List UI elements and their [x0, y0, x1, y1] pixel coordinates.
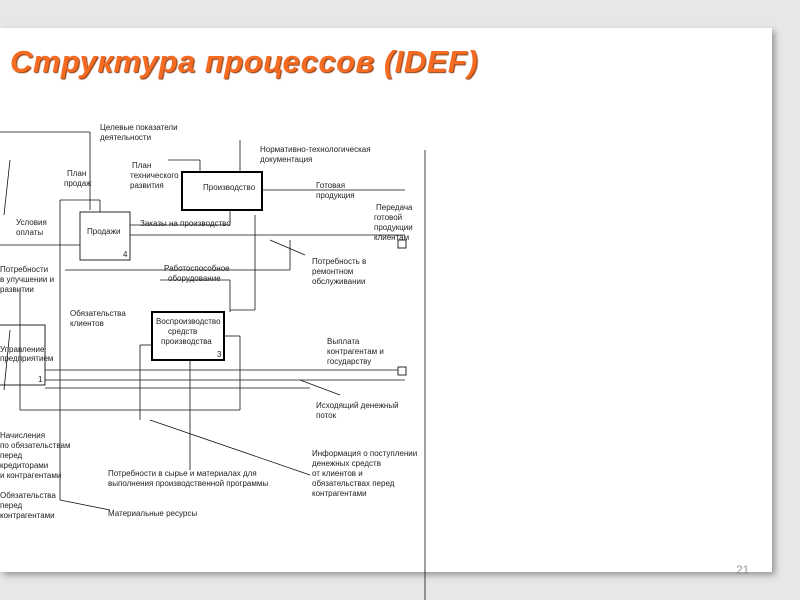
sales-box-num: 4 — [123, 250, 128, 259]
finished-label1: Готовая — [316, 181, 345, 190]
conditions-label1: Условия — [16, 218, 47, 227]
left-low-label2: по обязательствам — [0, 441, 71, 450]
reproduction-box-label2: средств — [168, 327, 197, 336]
payment-label1: Выплата — [327, 337, 360, 346]
management-box-num: 1 — [38, 375, 43, 384]
left-mid-label1: Потребности — [0, 265, 48, 274]
left-bottom-label3: контрагентами — [0, 511, 55, 520]
production-box-label: Производство — [203, 183, 256, 192]
left-mid-label3: развитии — [0, 285, 34, 294]
equip-state-label1: Работоспособное — [164, 264, 230, 273]
management-box-label1: Управление — [0, 345, 45, 354]
target-label1: Целевые показатели — [100, 123, 178, 132]
left-low-label4: кредиторами — [0, 461, 48, 470]
sales-plan-label1: План — [67, 169, 86, 178]
info-label1: Информация о поступлении — [312, 449, 417, 458]
production-box — [181, 171, 263, 211]
terminal-square — [397, 239, 407, 249]
orders-label: Заказы на производство — [140, 219, 231, 228]
slide-title: Структура процессов (IDEF) — [10, 44, 479, 79]
info-label3: от клиентов и — [312, 469, 363, 478]
norms-label1: Нормативно-технологическая — [260, 145, 371, 154]
left-bottom-label2: перед — [0, 501, 23, 510]
target-label2: деятельности — [100, 133, 151, 142]
connector-lines — [0, 140, 405, 511]
info-label4: обязательствах перед — [312, 479, 395, 488]
obligations-label2: клиентов — [70, 319, 104, 328]
repair-label1: Потребность в — [312, 257, 366, 266]
sales-plan-label2: продаж — [64, 179, 92, 188]
cashflow-label2: поток — [316, 411, 337, 420]
left-low-label1: Начисления — [0, 431, 45, 440]
reproduction-box-label1: Воспроизводство — [156, 317, 221, 326]
tech-plan-label1: План — [132, 161, 151, 170]
transfer-label2: готовой — [374, 213, 402, 222]
repair-label3: обслуживании — [312, 277, 365, 286]
slide-panel — [0, 28, 772, 572]
repair-label2: ремонтном — [312, 267, 353, 276]
transfer-label1: Передача — [376, 203, 413, 212]
needs-label1: Потребности в сырье и материалах для — [108, 469, 257, 478]
reproduction-box-label3: производства — [161, 337, 212, 346]
left-low-label3: перед — [0, 451, 23, 460]
sales-box-label: Продажи — [87, 227, 120, 236]
page-number: 21 — [736, 563, 750, 577]
payment-label3: государству — [327, 357, 371, 366]
cashflow-label1: Исходящий денежный — [316, 401, 399, 410]
reproduction-box — [151, 311, 225, 361]
transfer-label3: продукции — [374, 223, 413, 232]
info-label2: денежных средств — [312, 459, 381, 468]
sales-box — [79, 211, 131, 261]
resources-label: Материальные ресурсы — [108, 509, 197, 518]
left-bottom-label1: Обязательства — [0, 491, 56, 500]
needs-label2: выполнения производственной программы — [108, 479, 268, 488]
payment-label2: контрагентам и — [327, 347, 384, 356]
management-box-label2: предприятием — [0, 354, 53, 363]
terminal-square-2 — [397, 366, 407, 376]
left-low-label5: и контрагентами — [0, 471, 61, 480]
left-mid-label2: в улучшении и — [0, 275, 54, 284]
conditions-label2: оплаты — [16, 228, 43, 237]
info-label5: контрагентами — [312, 489, 367, 498]
tech-plan-label2: технического — [130, 171, 179, 180]
finished-label2: продукция — [316, 191, 355, 200]
norms-label2: документация — [260, 155, 312, 164]
obligations-label1: Обязательства — [70, 309, 126, 318]
reproduction-box-num: 3 — [217, 350, 222, 359]
tech-plan-label3: развития — [130, 181, 164, 190]
equip-state-label2: оборудование — [168, 274, 221, 283]
transfer-label4: клиентам — [374, 233, 409, 242]
